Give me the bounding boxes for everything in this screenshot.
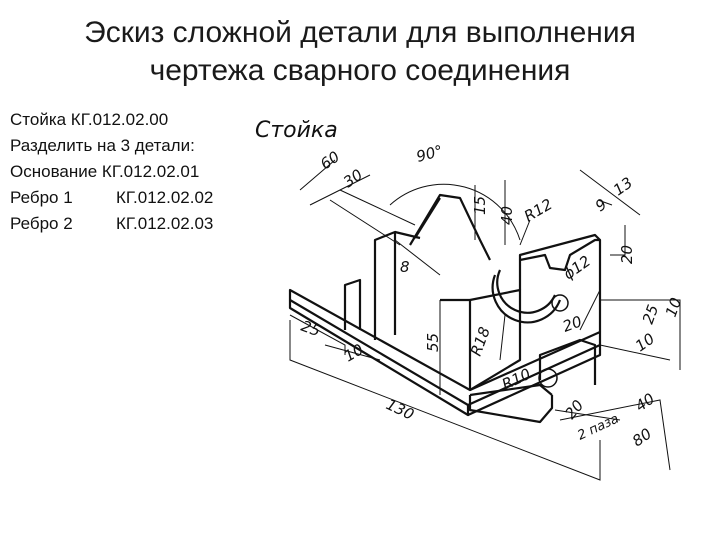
dim-15-40 <box>474 180 506 245</box>
right-upright-top <box>518 233 601 260</box>
dim-13-9 <box>579 169 641 216</box>
dim-20 <box>610 225 626 256</box>
isometric-part-drawing: Стойка <box>255 118 685 481</box>
left-rib <box>343 278 362 330</box>
upright-front <box>469 288 522 391</box>
dim-label-10b: 10 <box>662 295 685 319</box>
dim-label-15: 15 <box>471 196 489 215</box>
dim-label-10c: 10 <box>632 330 658 356</box>
right-upright <box>518 238 602 332</box>
slide-title: Эскиз сложной детали для выполнения черт… <box>0 14 720 90</box>
semicircle-slot-inner <box>496 269 557 314</box>
split-instruction: Разделить на 3 детали: <box>10 136 195 155</box>
dim-label-60: 60 <box>317 148 343 174</box>
dimension-lines <box>289 159 681 481</box>
rib-2-line: Ребро 2 КГ.012.02.03 <box>10 211 213 237</box>
front-tab <box>468 395 554 424</box>
part-label: Стойка <box>255 118 338 143</box>
dim-label-40b: 40 <box>632 390 658 416</box>
dim-label-25b: 25 <box>639 302 662 326</box>
rib-1-code: КГ.012.02.02 <box>116 188 214 207</box>
top-boss-edge <box>414 197 441 239</box>
dim-label-80: 80 <box>629 425 655 451</box>
dim-label-40a: 40 <box>498 206 516 225</box>
dim-label-20b: 20 <box>560 312 584 335</box>
dim-label-25a: 25 <box>299 317 323 340</box>
title-line-1: Эскиз сложной детали для выполнения <box>84 16 636 49</box>
rib-1-line: Ребро 1 КГ.012.02.02 <box>10 185 213 211</box>
dim-label-30: 30 <box>340 166 366 192</box>
part-list: Стойка КГ.012.02.00 Разделить на 3 детал… <box>10 107 213 237</box>
dim-90-arc <box>389 183 521 241</box>
wall-left <box>373 230 397 340</box>
dim-label-8: 8 <box>400 258 410 276</box>
dim-130 <box>289 320 601 481</box>
dim-25 <box>289 314 346 355</box>
dim-label-130: 130 <box>383 395 417 423</box>
right-rib <box>538 338 597 385</box>
dim-25-10 <box>600 299 681 370</box>
dim-label-20a: 20 <box>618 245 636 264</box>
dim-10-right <box>599 344 671 361</box>
top-boss <box>409 193 491 261</box>
part-outline <box>288 193 602 424</box>
title-line-2: чертежа сварного соединения <box>149 54 571 87</box>
dim-label-55: 55 <box>424 333 442 352</box>
front-tab-top <box>469 383 553 397</box>
base-plate-side <box>467 345 602 417</box>
rib-1-name: Ребро 1 <box>10 188 73 207</box>
hole-circle <box>551 294 569 312</box>
dim-10-left <box>324 344 381 361</box>
dim-phi12 <box>579 289 601 331</box>
dim-label-90: 90° <box>414 142 444 166</box>
rib-2-name: Ребро 2 <box>10 214 73 233</box>
bottom-hole <box>538 368 558 388</box>
dim-r12 <box>519 219 531 246</box>
semicircle-slot <box>491 274 562 324</box>
dim-r18 <box>499 314 506 361</box>
rib-2-code: КГ.012.02.03 <box>116 214 214 233</box>
wall-top-edge <box>394 230 421 240</box>
dim-label-phi12: ϕ12 <box>560 252 594 283</box>
dim-label-9: 9 <box>592 195 610 215</box>
base-line: Основание КГ.012.02.01 <box>10 162 200 181</box>
base-plate-front <box>288 300 470 417</box>
dim-ext-left <box>329 189 416 246</box>
dim-8 <box>394 239 441 276</box>
dim-label-r12: R12 <box>521 195 556 225</box>
dim-40-80 <box>559 399 671 471</box>
assembly-line: Стойка КГ.012.02.00 <box>10 110 169 129</box>
